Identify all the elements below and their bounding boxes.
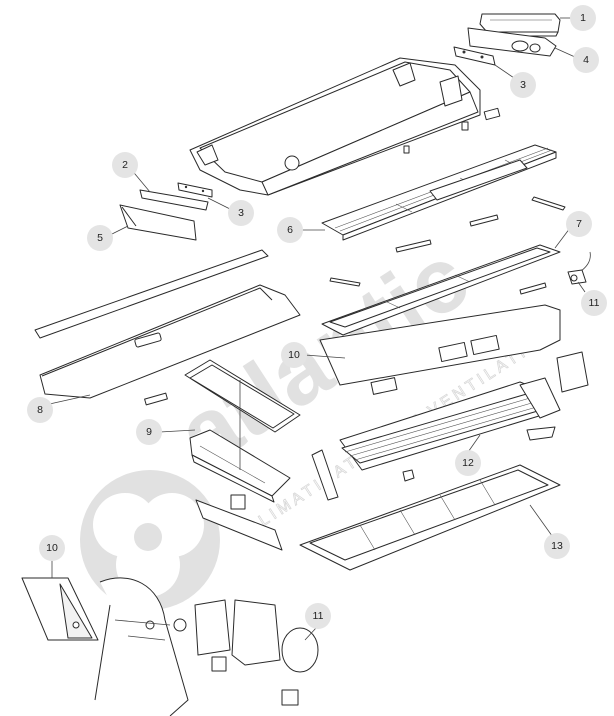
callout-c9: 9 [136, 419, 162, 445]
callout-number: 2 [122, 159, 128, 171]
part-7-filter-frame [321, 239, 561, 336]
callout-number: 5 [97, 232, 103, 244]
callout-number: 1 [580, 12, 586, 24]
callout-bubble [581, 290, 607, 316]
callout-bubble [277, 217, 303, 243]
callout-number: 7 [576, 218, 582, 230]
main-housing [189, 57, 501, 196]
callout-c10a: 10 [281, 342, 307, 368]
callout-number: 13 [551, 540, 563, 552]
callout-c11a: 11 [581, 290, 607, 316]
callout-bubble [281, 342, 307, 368]
callout-c1: 1 [570, 5, 596, 31]
callout-number: 9 [146, 426, 152, 438]
callout-c6: 6 [277, 217, 303, 243]
part-5-side-cover [119, 204, 197, 241]
callout-bubble [228, 200, 254, 226]
callout-c11b: 11 [305, 603, 331, 629]
callout-number: 10 [288, 349, 300, 361]
part-13-bottom-tray [299, 464, 561, 571]
callout-bubble [510, 72, 536, 98]
callout-bubble [573, 47, 599, 73]
callout-bubble [455, 450, 481, 476]
callout-bubble [136, 419, 162, 445]
part-12-heat-exchanger [311, 377, 561, 501]
fan-motor-assembly-detail [21, 577, 319, 716]
part-3-bracket-top [453, 46, 496, 66]
callout-c8: 8 [27, 397, 53, 423]
callout-c4: 4 [573, 47, 599, 73]
part-8-front-flap [34, 249, 301, 406]
callout-number: 3 [520, 79, 526, 91]
callout-bubble [87, 225, 113, 251]
callout-bubble [544, 533, 570, 559]
part-4-end-cap [467, 27, 557, 57]
callout-number: 10 [46, 542, 58, 554]
callout-c3b: 3 [228, 200, 254, 226]
callout-c7: 7 [566, 211, 592, 237]
callout-bubble [112, 152, 138, 178]
callout-bubble [305, 603, 331, 629]
callout-c13: 13 [544, 533, 570, 559]
callout-number: 3 [238, 207, 244, 219]
part-3-bracket-left [177, 182, 213, 198]
part-11-sensor [567, 251, 591, 285]
callout-bubble [570, 5, 596, 31]
part-6-filter-grille [321, 144, 566, 241]
callout-c12: 12 [455, 450, 481, 476]
callout-number: 11 [589, 297, 600, 309]
callout-c2: 2 [112, 152, 138, 178]
callout-number: 4 [583, 54, 589, 66]
callout-number: 12 [462, 457, 474, 469]
callout-bubble [39, 535, 65, 561]
callout-number: 8 [37, 404, 43, 416]
callout-number: 11 [313, 610, 324, 622]
part-10-front-panel [319, 304, 589, 395]
callout-labels: 1 4 3 2 3 5 6 7 11 10 8 9 12 13 10 11 [27, 5, 607, 629]
callout-c3a: 3 [510, 72, 536, 98]
part-9-control-box [184, 359, 301, 551]
callout-bubble [27, 397, 53, 423]
callout-bubble [566, 211, 592, 237]
callout-c10b: 10 [39, 535, 65, 561]
callout-c5: 5 [87, 225, 113, 251]
callout-number: 6 [287, 224, 293, 236]
part-2-side-cover [139, 189, 209, 211]
